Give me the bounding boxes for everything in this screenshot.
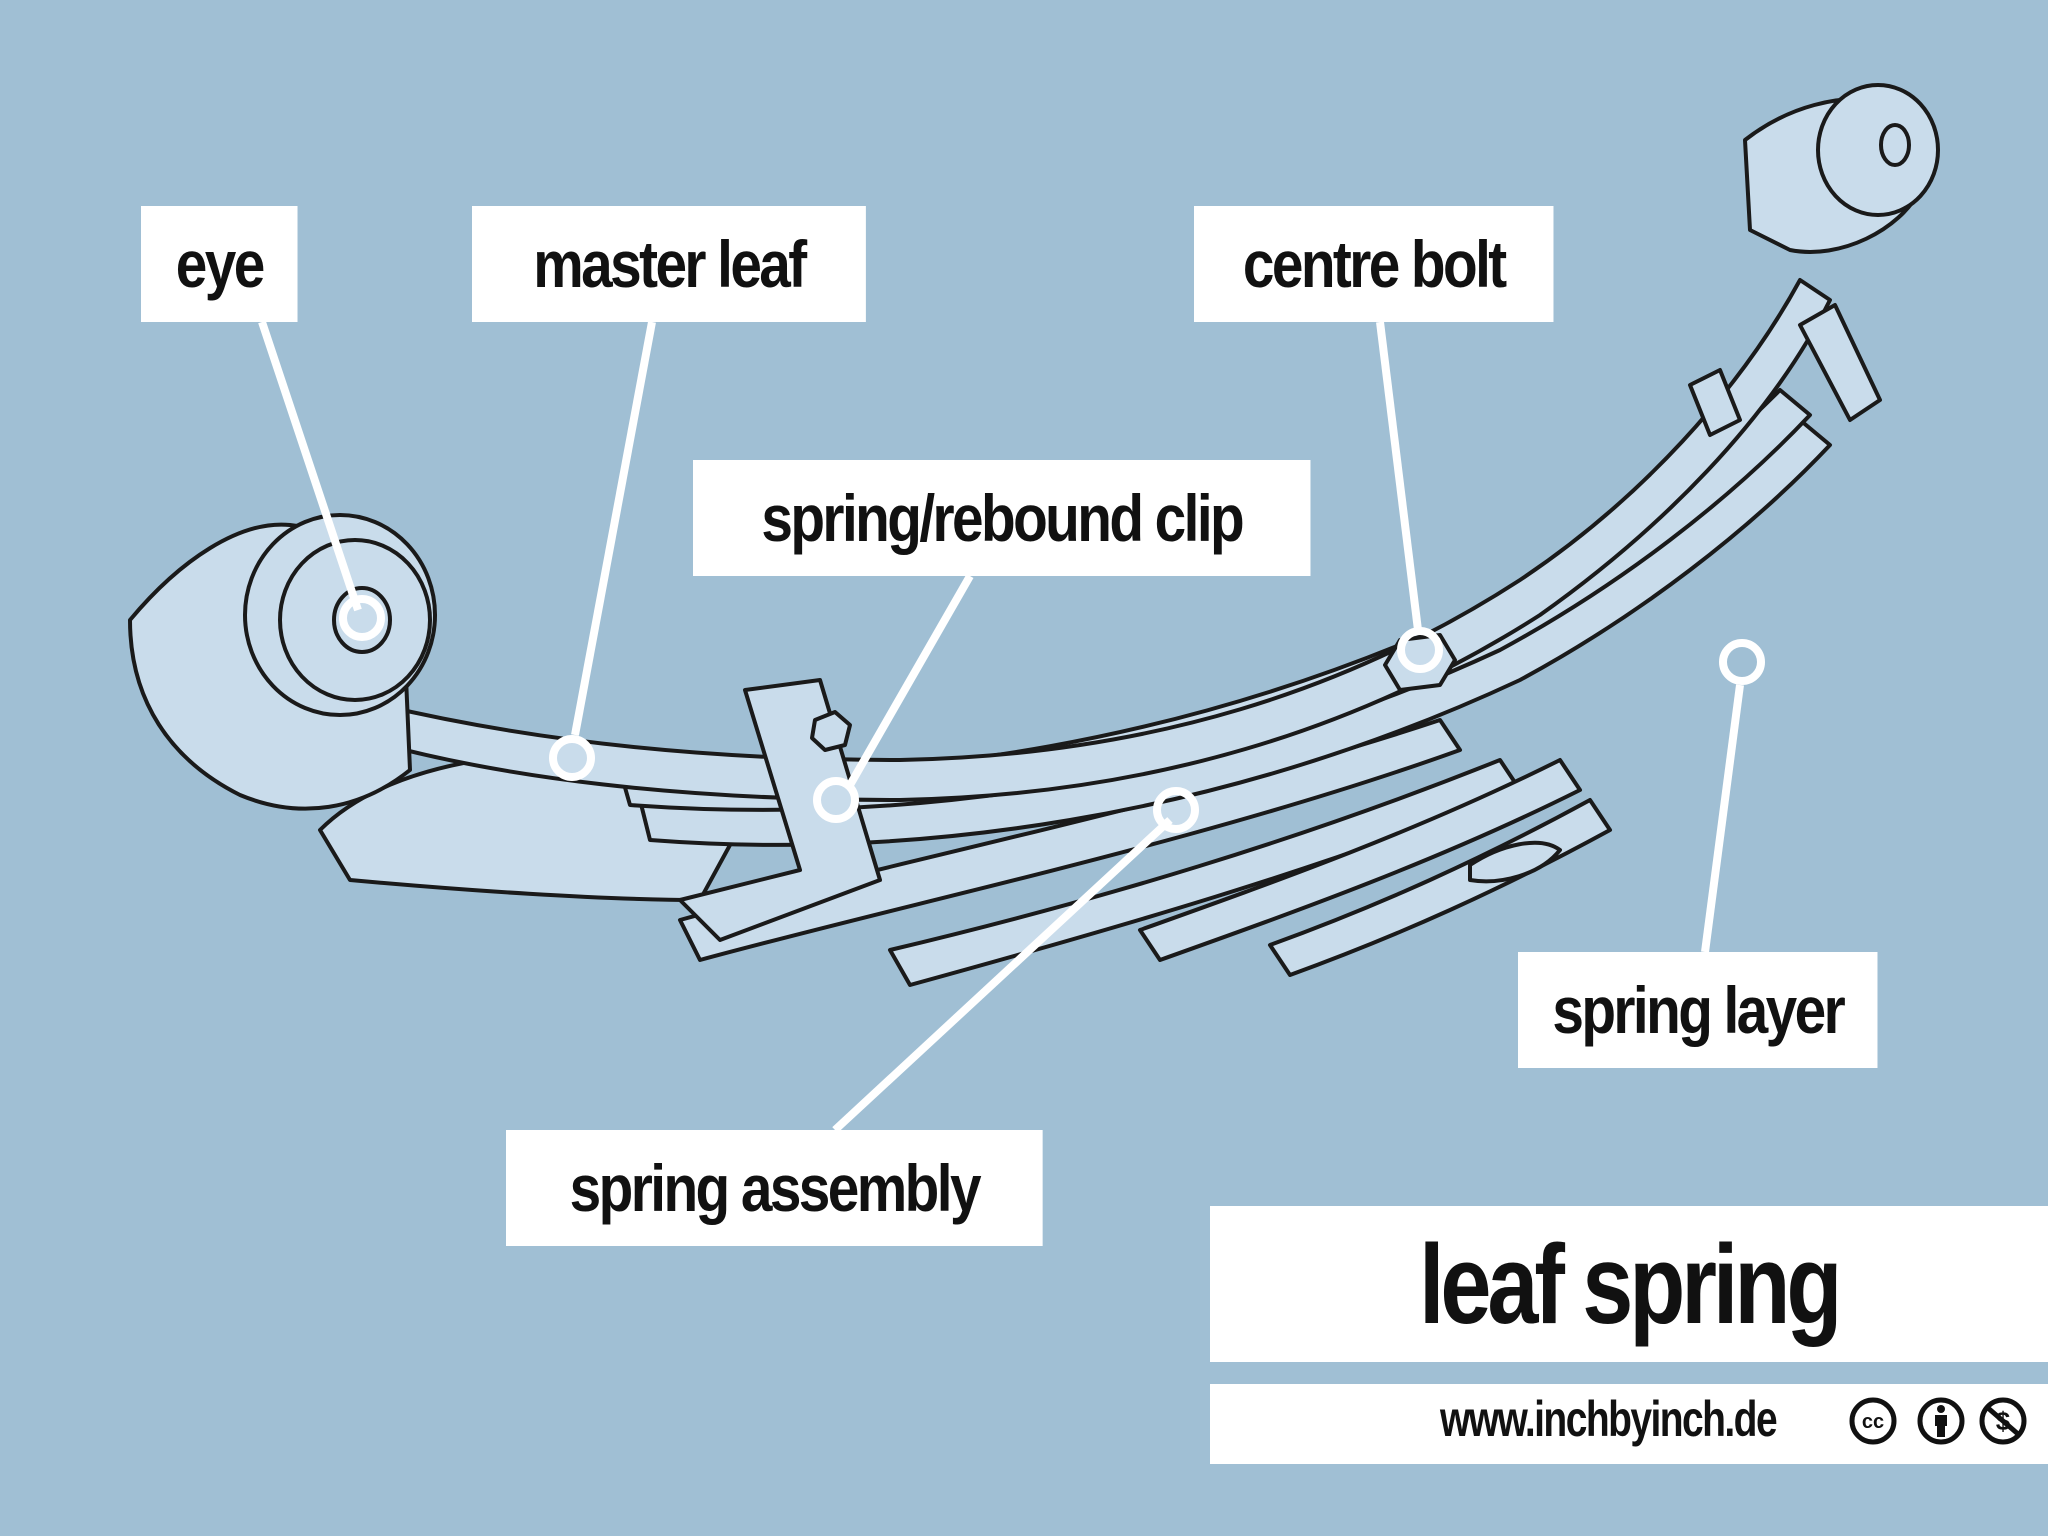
marker-eye [339, 595, 385, 641]
label-centre-bolt-text: centre bolt [1242, 227, 1507, 301]
label-spring-assembly-text: spring assembly [569, 1151, 982, 1225]
leader-centre-bolt [1376, 321, 1422, 631]
rebound-clip-rear [1798, 303, 1882, 422]
leader-eye [258, 320, 362, 612]
leader-spring-layer [1701, 684, 1744, 953]
diagram-title: leaf spring [1419, 1221, 1842, 1347]
website-link[interactable]: www.inchbyinch.de [1440, 1391, 1778, 1447]
marker-centre-bolt [1397, 627, 1443, 673]
label-spring-layer: spring layer [1518, 952, 1878, 1068]
label-spring-layer-text: spring layer [1552, 973, 1845, 1047]
master-leaf [348, 278, 1832, 802]
leader-master-leaf [571, 321, 656, 736]
label-spring-rebound-clip: spring/rebound clip [693, 460, 1311, 576]
noncommercial-icon: $ [1979, 1397, 2027, 1445]
marker-spring-layer [1719, 639, 1765, 685]
spring-leaf-6 [1138, 758, 1582, 962]
leader-spring-assembly [832, 817, 1173, 1133]
rear-eye-bore [1879, 123, 1911, 167]
marker-clip [813, 777, 859, 823]
marker-spring-assembly [1153, 787, 1199, 833]
leader-clip [846, 574, 974, 787]
marker-master-leaf [549, 735, 595, 781]
title-box: leaf spring [1210, 1206, 2048, 1362]
label-master-leaf-text: master leaf [533, 227, 807, 301]
spring-leaf-4 [678, 718, 1462, 962]
footer-bar: www.inchbyinch.de cc $ [1210, 1384, 2048, 1464]
label-clip-text: spring/rebound clip [761, 481, 1244, 555]
label-eye-text: eye [175, 227, 266, 301]
label-spring-assembly: spring assembly [506, 1130, 1043, 1246]
label-centre-bolt: centre bolt [1194, 206, 1554, 322]
label-master-leaf: master leaf [472, 206, 866, 322]
cc-text: cc [1862, 1411, 1884, 1433]
attribution-icon [1917, 1397, 1965, 1445]
label-eye: eye [141, 206, 298, 322]
cc-icon: cc [1849, 1397, 1897, 1445]
